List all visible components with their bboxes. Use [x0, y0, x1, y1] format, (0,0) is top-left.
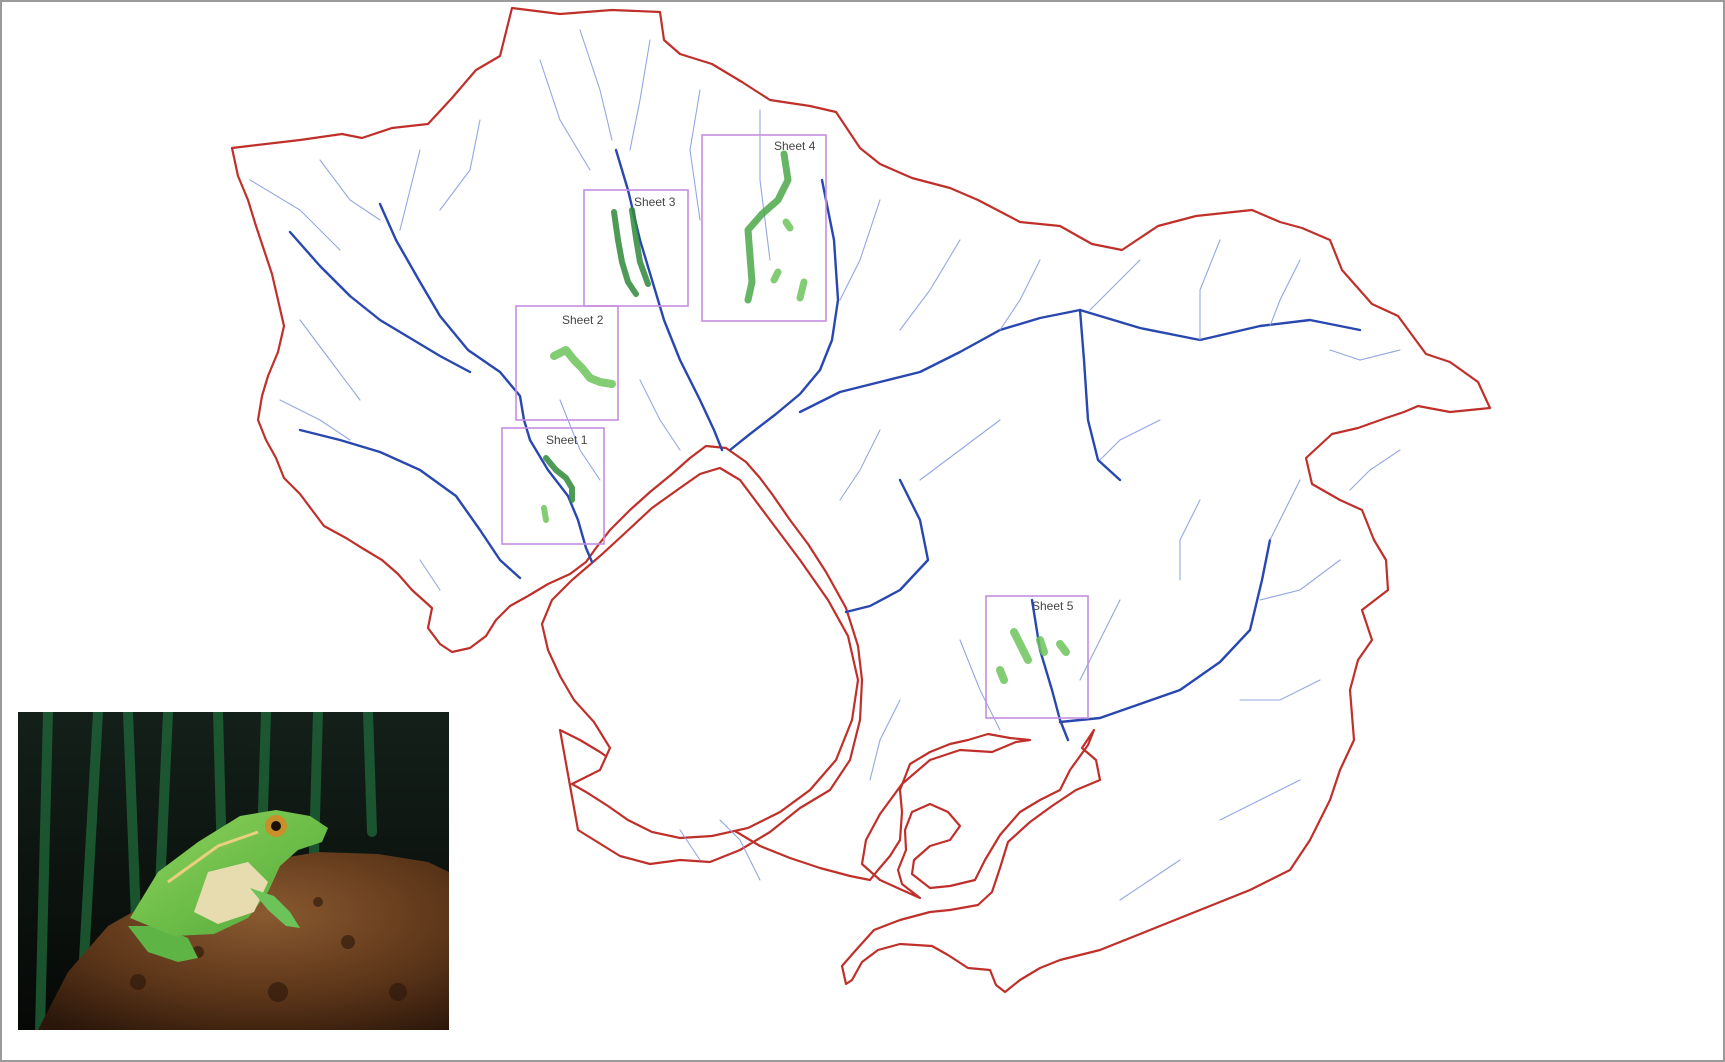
habitat-sheet5-d	[996, 666, 1008, 684]
habitat-sheet1-b	[541, 505, 549, 523]
stream	[999, 259, 1041, 331]
sheet-4-label: Sheet 4	[774, 139, 816, 153]
speckle	[268, 982, 288, 1002]
stream	[279, 399, 351, 441]
reed	[35, 712, 53, 1030]
stream	[439, 119, 481, 211]
stream	[1199, 239, 1221, 341]
bay-area	[540, 466, 860, 840]
river-dandenong	[844, 478, 930, 614]
habitat-sheet3-a	[611, 209, 639, 297]
minor-streams	[249, 29, 1401, 901]
stream	[299, 319, 361, 401]
stream	[919, 419, 1001, 481]
sheet-3-label: Sheet 3	[634, 195, 676, 209]
sheet-5-box[interactable]	[985, 595, 1089, 719]
speckle	[389, 983, 407, 1001]
river-south-east	[1058, 538, 1272, 724]
frog-front-leg	[250, 888, 300, 928]
river-north-east	[1078, 308, 1362, 342]
habitat-sheet4-b	[782, 218, 794, 232]
sheet-2-label: Sheet 2	[562, 313, 604, 327]
stream	[1349, 449, 1401, 491]
stream	[1099, 419, 1161, 461]
river-sheet1	[298, 428, 522, 580]
stream	[1269, 479, 1301, 541]
stream	[1179, 499, 1201, 581]
stream	[1089, 259, 1141, 311]
habitat-sheet5-a	[1010, 628, 1032, 664]
stream	[719, 819, 761, 881]
stream	[579, 29, 613, 141]
stream	[689, 89, 701, 221]
stream	[869, 699, 901, 781]
habitat-sheet4-c	[796, 278, 808, 302]
sheet-4-box[interactable]	[701, 134, 827, 322]
stream	[1269, 259, 1301, 327]
stream	[1239, 679, 1321, 701]
stream	[1219, 779, 1301, 821]
river-yarra-main	[798, 308, 1082, 414]
major-rivers	[288, 148, 1362, 742]
stream	[679, 829, 701, 861]
habitat-sheet2	[550, 346, 616, 388]
rock-speckles	[130, 897, 407, 1002]
river-yarra-upper	[728, 178, 840, 452]
stream	[419, 559, 441, 591]
stream	[959, 639, 1001, 731]
frog-pupil	[271, 821, 281, 831]
habitat-sheet4-a	[744, 150, 792, 304]
stream	[759, 109, 771, 261]
sheet-1-box[interactable]	[501, 427, 605, 545]
habitat-sheet5-c	[1056, 640, 1070, 656]
river-yarra-east	[1078, 308, 1122, 482]
reed	[363, 712, 377, 837]
habitat-sheet1-a	[543, 455, 575, 503]
habitat-sheet5-b	[1036, 636, 1048, 656]
sheet-1-label: Sheet 1	[546, 433, 588, 447]
sheet-5-label: Sheet 5	[1032, 599, 1074, 613]
stream	[629, 39, 651, 151]
sheet-3-box[interactable]	[583, 189, 689, 307]
stream	[1079, 599, 1121, 681]
sheet-2-box[interactable]	[515, 305, 619, 421]
river-sheet5-outlet	[1030, 598, 1070, 742]
stream	[1329, 349, 1401, 361]
stream	[399, 149, 421, 231]
speckle	[313, 897, 323, 907]
stream	[839, 429, 881, 501]
frog	[128, 810, 328, 962]
habitat-areas	[541, 150, 1070, 684]
river-maribyrnong	[614, 148, 724, 452]
speckle	[130, 974, 146, 990]
stream	[319, 159, 381, 221]
river-west	[288, 230, 472, 374]
stream	[639, 379, 681, 451]
stream	[899, 239, 961, 331]
habitat-sheet3-b	[629, 207, 651, 287]
habitat-sheet4-d	[770, 268, 782, 284]
stream	[1119, 859, 1181, 901]
stream	[539, 59, 591, 171]
stream	[1259, 559, 1341, 601]
stream	[839, 199, 881, 301]
sheet-labels: Sheet 1 Sheet 2 Sheet 3 Sheet 4 Sheet 5	[546, 139, 1074, 613]
frog-stripe	[167, 830, 259, 884]
speckle	[341, 935, 355, 949]
catchment-boundary	[230, 6, 1492, 994]
frog-on-rock-photo	[18, 712, 449, 1030]
frog-belly	[194, 862, 268, 924]
stream	[559, 399, 601, 481]
river-werribee	[378, 202, 594, 564]
sheet-index	[501, 134, 1089, 719]
stream	[249, 179, 341, 251]
